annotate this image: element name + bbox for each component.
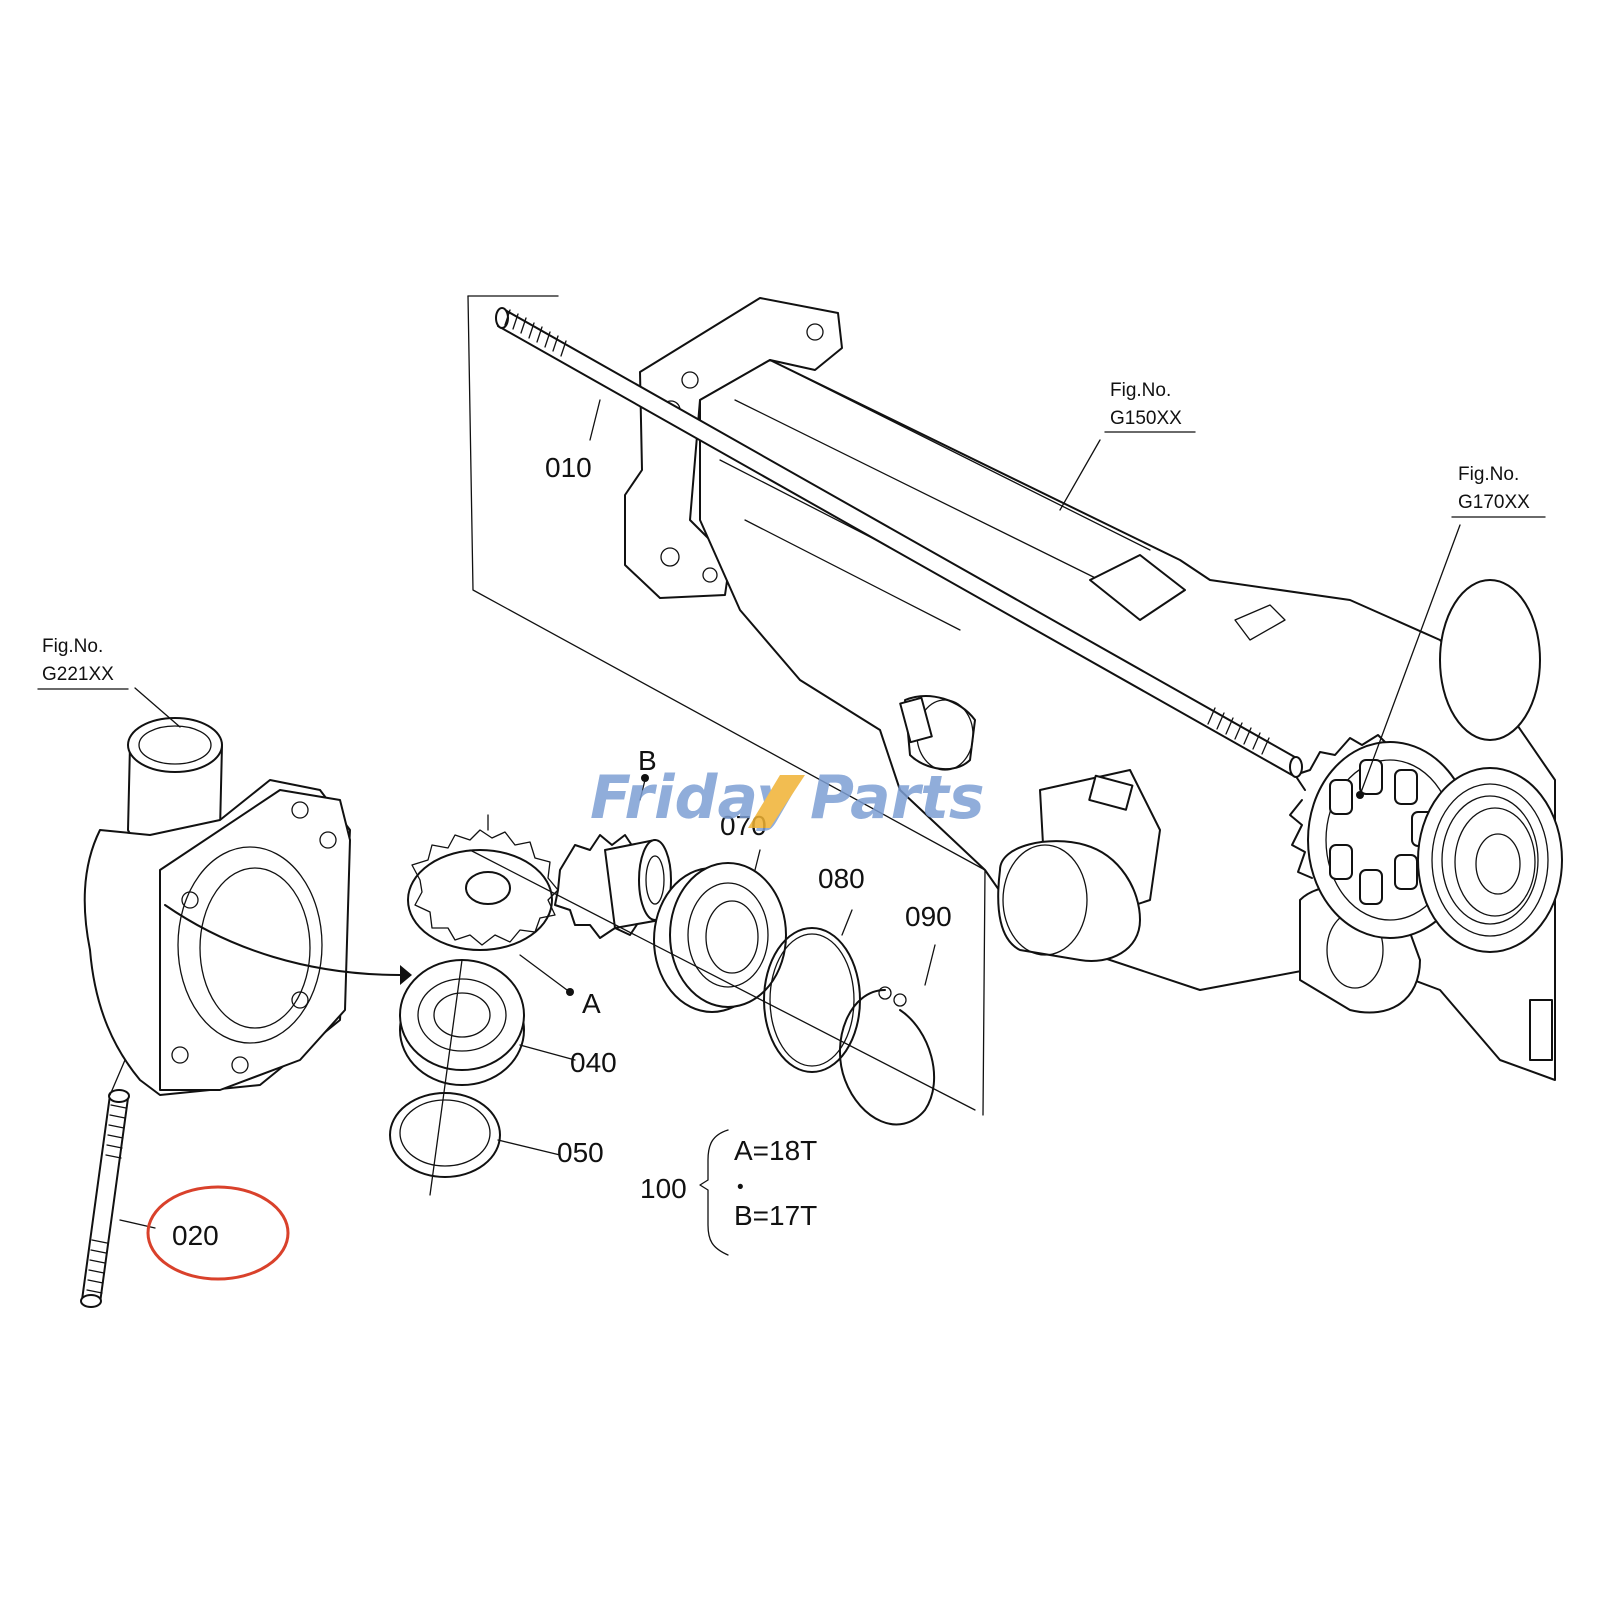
- fig-ref-g150-line1: Fig.No.: [1110, 380, 1171, 401]
- marker-label-a: A: [582, 988, 601, 1019]
- part-label-100: 100: [640, 1173, 687, 1204]
- roller-elements: [1329, 759, 1435, 905]
- legend-line-b: B=17T: [734, 1200, 817, 1231]
- bevel-gear-a: [407, 814, 574, 996]
- bevel-gear-b: [554, 774, 672, 939]
- fig-ref-g221-line1: Fig.No.: [42, 636, 103, 657]
- shaft-010: [495, 307, 1303, 778]
- watermark-accent-slash: [748, 775, 805, 828]
- bearing-070: [653, 849, 787, 1013]
- leader-g150: [1059, 439, 1101, 511]
- fig-ref-g170-line2: G170XX: [1458, 492, 1530, 513]
- part-label-040: 040: [570, 1047, 617, 1078]
- part-label-080: 080: [818, 863, 865, 894]
- highlight-ring-020: [146, 1185, 290, 1281]
- fig-ref-g221-line2: G221XX: [42, 664, 114, 685]
- marker-label-b: B: [638, 745, 657, 776]
- part-label-090: 090: [905, 901, 952, 932]
- fig-ref-g150-line2: G150XX: [1110, 408, 1182, 429]
- watermark-word-parts: Parts: [810, 763, 985, 833]
- centre-axis: [429, 849, 976, 1196]
- fridayparts-watermark: Friday Parts: [590, 763, 985, 833]
- shaft-020: [80, 1059, 156, 1308]
- part-label-050: 050: [557, 1137, 604, 1168]
- part-label-020: 020: [172, 1220, 219, 1251]
- legend-bracket: [699, 1129, 729, 1256]
- knuckle-case: [83, 687, 412, 1096]
- bearing-gear-cluster: [1289, 524, 1563, 953]
- fig-ref-g170-line1: Fig.No.: [1458, 464, 1519, 485]
- assembly-boundary: [467, 295, 986, 1116]
- shim-050: [389, 1092, 561, 1178]
- circlip-090: [839, 944, 936, 1126]
- legend-dot: •: [737, 1177, 744, 1198]
- part-label-010: 010: [545, 452, 592, 483]
- bearing-040: [399, 959, 576, 1086]
- leader-010: [589, 399, 601, 441]
- legend-line-a: A=18T: [734, 1135, 817, 1166]
